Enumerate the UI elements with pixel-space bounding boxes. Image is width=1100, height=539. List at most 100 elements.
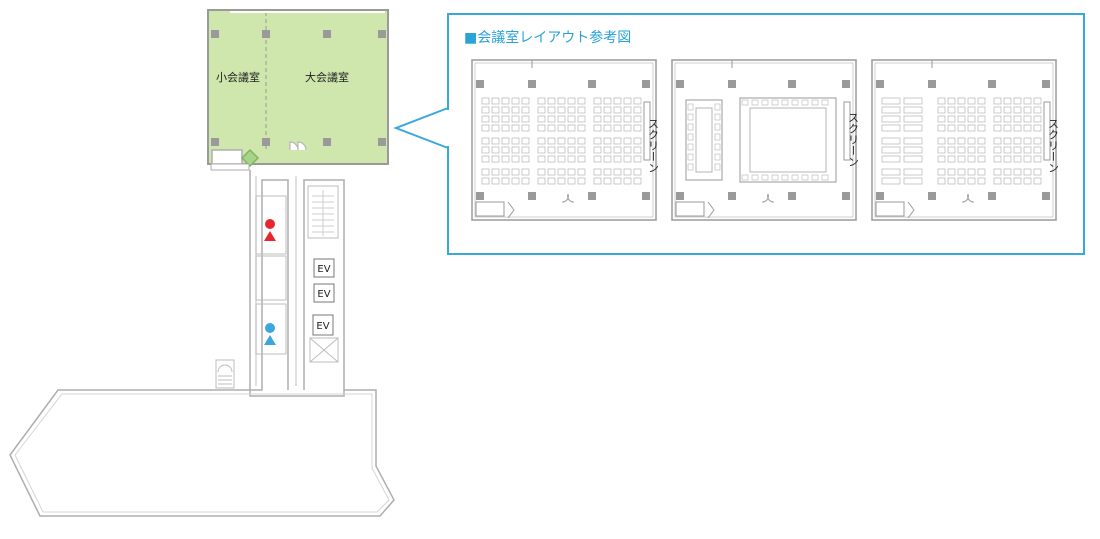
theater-seat xyxy=(491,155,500,163)
theater-seat xyxy=(521,155,530,163)
chair xyxy=(791,99,799,106)
theater-seat xyxy=(633,97,642,105)
theater-seat xyxy=(1023,124,1032,132)
theater-seat xyxy=(511,124,520,132)
theater-seat xyxy=(1023,155,1032,163)
theater-seat xyxy=(613,137,622,145)
theater-seat xyxy=(521,137,530,145)
school-table xyxy=(903,155,923,163)
theater-seat xyxy=(567,115,576,123)
theater-seat xyxy=(567,124,576,132)
theater-seat xyxy=(567,137,576,145)
layout-screen xyxy=(1043,101,1051,161)
layout-door xyxy=(707,201,715,219)
chair xyxy=(687,143,694,151)
theater-seat xyxy=(937,155,946,163)
theater-seat xyxy=(993,155,1002,163)
callout-pointer xyxy=(393,107,449,149)
theater-seat xyxy=(481,155,490,163)
theater-seat xyxy=(501,137,510,145)
school-table xyxy=(881,124,901,132)
theater-seat xyxy=(547,177,556,185)
theater-seat xyxy=(501,168,510,176)
layout-pillar xyxy=(476,80,484,88)
theater-seat xyxy=(947,124,956,132)
theater-seat xyxy=(623,124,632,132)
chair xyxy=(714,123,721,131)
theater-seat xyxy=(967,137,976,145)
theater-seat xyxy=(623,106,632,114)
theater-seat xyxy=(613,168,622,176)
chair xyxy=(687,133,694,141)
theater-seat xyxy=(613,115,622,123)
layout-pillar xyxy=(988,192,996,200)
theater-seat xyxy=(993,115,1002,123)
theater-seat xyxy=(1003,168,1012,176)
theater-seat xyxy=(613,97,622,105)
theater-seat xyxy=(547,124,556,132)
theater-seat xyxy=(1033,146,1042,154)
theater-seat xyxy=(613,177,622,185)
theater-seat xyxy=(557,97,566,105)
women-toilet-room xyxy=(255,195,287,255)
theater-seat xyxy=(613,106,622,114)
theater-seat xyxy=(603,106,612,114)
theater-seat xyxy=(603,137,612,145)
school-table xyxy=(903,177,923,185)
theater-seat xyxy=(977,177,986,185)
theater-seat xyxy=(633,124,642,132)
layout-door-swing xyxy=(961,193,975,203)
theater-seat xyxy=(481,115,490,123)
theater-seat xyxy=(993,137,1002,145)
theater-seat xyxy=(957,97,966,105)
layout-door-swing xyxy=(561,193,575,203)
theater-seat xyxy=(593,168,602,176)
theater-seat xyxy=(1033,168,1042,176)
school-table xyxy=(881,97,901,105)
theater-seat xyxy=(501,115,510,123)
layout-pillar xyxy=(676,80,684,88)
theater-seat xyxy=(947,168,956,176)
spiral-stair xyxy=(215,359,235,389)
theater-seat xyxy=(993,146,1002,154)
entrance-diamond xyxy=(240,148,260,168)
corridor-left-wall xyxy=(249,170,289,391)
theater-seat xyxy=(1003,124,1012,132)
theater-seat xyxy=(977,137,986,145)
theater-seat xyxy=(603,177,612,185)
theater-seat xyxy=(623,177,632,185)
chair xyxy=(791,174,799,181)
theater-seat xyxy=(511,97,520,105)
theater-seat xyxy=(623,168,632,176)
theater-seat xyxy=(977,168,986,176)
theater-seat xyxy=(1033,115,1042,123)
chair xyxy=(714,163,721,171)
theater-seat xyxy=(537,115,546,123)
theater-seat xyxy=(977,124,986,132)
layout-screen xyxy=(843,101,851,161)
layout-pillar xyxy=(588,80,596,88)
small-meeting-room-label: 小会議室 xyxy=(216,70,260,84)
theater-seat xyxy=(633,137,642,145)
theater-seat xyxy=(593,124,602,132)
chair xyxy=(771,99,779,106)
theater-seat xyxy=(577,168,586,176)
theater-seat xyxy=(957,137,966,145)
theater-seat xyxy=(1023,168,1032,176)
conference-room-area[interactable] xyxy=(207,9,389,165)
theater-seat xyxy=(633,146,642,154)
layout-entrance xyxy=(875,201,905,217)
theater-seat xyxy=(1003,177,1012,185)
chair xyxy=(687,113,694,121)
theater-seat xyxy=(957,124,966,132)
theater-seat xyxy=(577,124,586,132)
layout-pillar xyxy=(676,192,684,200)
school-table xyxy=(903,124,923,132)
theater-seat xyxy=(937,137,946,145)
chair xyxy=(687,153,694,161)
theater-seat xyxy=(481,177,490,185)
theater-seat xyxy=(603,124,612,132)
theater-seat xyxy=(1003,106,1012,114)
theater-seat xyxy=(937,168,946,176)
